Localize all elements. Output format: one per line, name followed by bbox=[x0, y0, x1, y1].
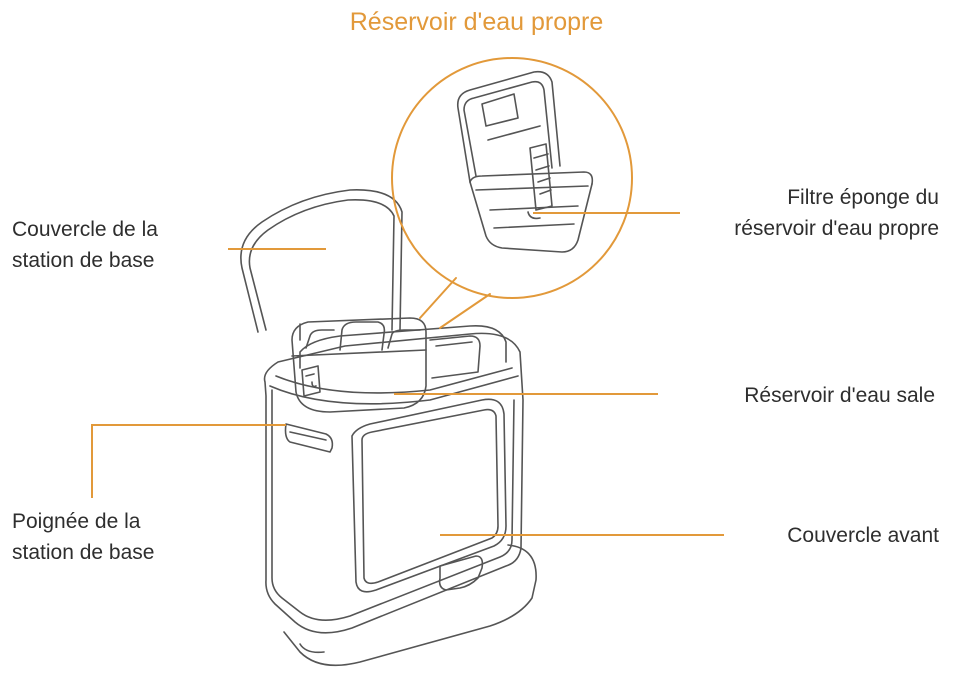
front-cover bbox=[351, 398, 507, 593]
sponge-filter bbox=[529, 143, 553, 211]
station-handle-label-line2: station de base bbox=[12, 541, 155, 564]
station-lid-label: Couvercle de la station de base bbox=[12, 214, 158, 276]
station-lid bbox=[240, 189, 403, 333]
magnifier-connector bbox=[419, 277, 491, 329]
leader-line-handle bbox=[91, 424, 286, 498]
station-handle bbox=[284, 423, 334, 453]
station-handle-label-line1: Poignée de la bbox=[12, 510, 141, 533]
clean-water-tank bbox=[469, 181, 593, 253]
station-lid-label-line2: station de base bbox=[12, 249, 155, 272]
dirty-water-tank-label: Réservoir d'eau sale bbox=[744, 384, 935, 407]
sponge-filter-label: Filtre éponge du réservoir d'eau propre bbox=[734, 182, 939, 244]
clean-tank-lid bbox=[456, 70, 561, 183]
station-lid-label-line1: Couvercle de la bbox=[12, 218, 158, 241]
dirty-water-tank bbox=[291, 317, 427, 413]
station-body bbox=[263, 332, 524, 634]
station-handle-label: Poignée de la station de base bbox=[12, 506, 154, 568]
front-cover-label: Couvercle avant bbox=[787, 524, 939, 547]
magnifier-circle bbox=[391, 57, 633, 299]
clean-water-tank-title: Réservoir d'eau propre bbox=[349, 8, 604, 36]
sponge-filter-label-line1: Filtre éponge du bbox=[787, 186, 939, 209]
sponge-filter-label-line2: réservoir d'eau propre bbox=[734, 217, 939, 240]
